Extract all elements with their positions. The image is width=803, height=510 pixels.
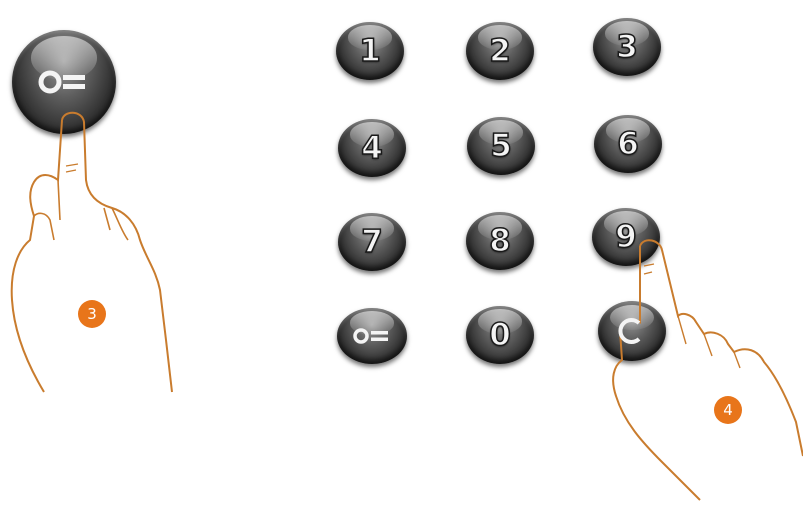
key-6-label: 6 (617, 129, 639, 160)
key-icon (38, 66, 90, 98)
key-7-label: 7 (361, 227, 383, 258)
key-4-label: 4 (361, 133, 383, 164)
key-9-label: 9 (615, 222, 637, 253)
key-4[interactable]: 4 (338, 119, 406, 177)
key-0-label: 0 (489, 320, 511, 351)
key-3[interactable]: 3 (593, 18, 661, 76)
key-1[interactable]: 1 (336, 22, 404, 80)
step-badge-3-label: 3 (87, 305, 97, 323)
key-icon (352, 325, 392, 347)
clear-icon (617, 316, 647, 346)
key-0[interactable]: 0 (466, 306, 534, 364)
key-6[interactable]: 6 (594, 115, 662, 173)
key-7[interactable]: 7 (338, 213, 406, 271)
key-2[interactable]: 2 (466, 22, 534, 80)
left-hand-illustration (0, 100, 180, 400)
keypad-key-button[interactable] (337, 308, 407, 364)
step-badge-3: 3 (78, 300, 106, 328)
right-hand-illustration (600, 226, 803, 510)
key-1-label: 1 (359, 36, 381, 67)
key-8[interactable]: 8 (466, 212, 534, 270)
step-badge-4: 4 (714, 396, 742, 424)
key-3-label: 3 (616, 32, 638, 63)
key-2-label: 2 (489, 36, 511, 67)
key-5[interactable]: 5 (467, 117, 535, 175)
step-badge-4-label: 4 (723, 401, 733, 419)
key-8-label: 8 (489, 226, 511, 257)
key-5-label: 5 (490, 131, 512, 162)
